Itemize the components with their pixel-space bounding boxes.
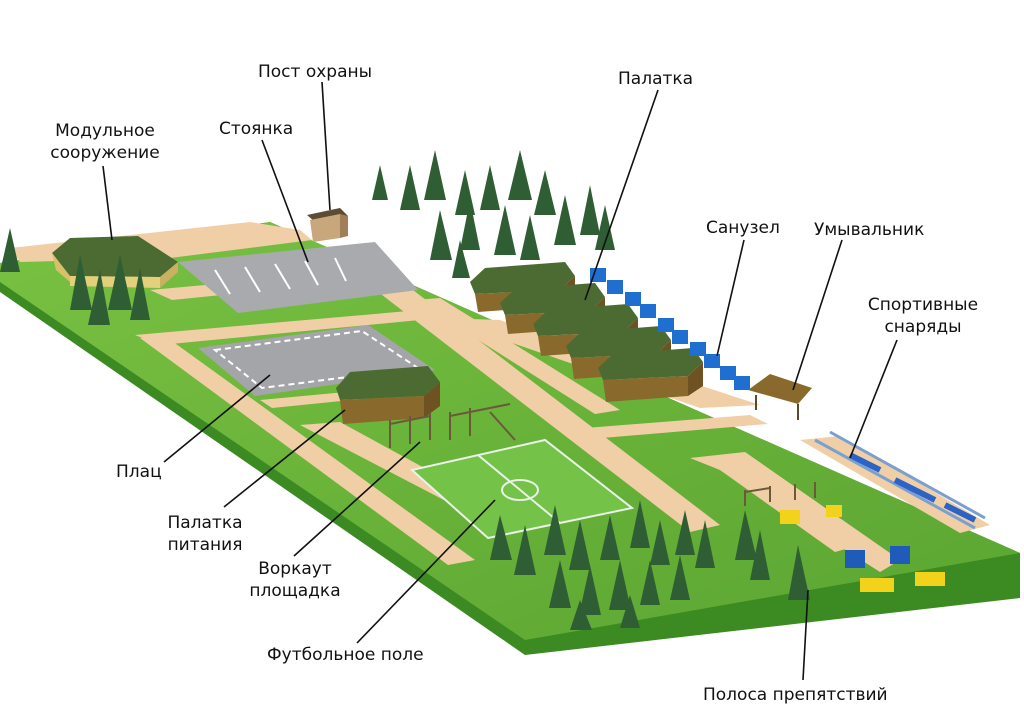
- toilets: [590, 268, 750, 390]
- label-food-tent: Палатка питания: [167, 513, 243, 555]
- workout-area: [389, 403, 516, 448]
- label-parking: Стоянка: [219, 119, 294, 139]
- football-field: [409, 438, 635, 540]
- leader-parade: [163, 374, 271, 463]
- leader-workout: [293, 441, 421, 557]
- parking-lot: [178, 242, 418, 313]
- label-washstand: Умывальник: [814, 220, 925, 240]
- leader-tent: [584, 89, 659, 301]
- leader-football: [356, 499, 496, 644]
- label-sports-equipment: Спортивные снаряды: [867, 295, 979, 337]
- leader-guard-post: [321, 81, 331, 211]
- paths: [10, 222, 990, 572]
- label-obstacle-course: Полоса препятствий: [703, 685, 888, 705]
- leader-sports: [849, 339, 898, 459]
- leader-lines: [102, 81, 898, 681]
- trees: [0, 150, 810, 630]
- tent: [598, 348, 703, 402]
- label-guard-post: Пост охраны: [258, 62, 373, 82]
- obstacle-course: [744, 482, 945, 592]
- leader-washstand: [792, 239, 843, 391]
- leader-modular: [102, 165, 113, 241]
- label-workout-area: Воркаут площадка: [249, 559, 341, 601]
- tents-row: [470, 262, 703, 402]
- leader-parking: [261, 139, 309, 263]
- leader-obstacle: [802, 589, 809, 681]
- label-modular-building: Модульное сооружение: [50, 121, 160, 163]
- guard-post: [307, 208, 348, 242]
- label-parade-ground: Плац: [116, 462, 162, 482]
- food-tent: [336, 366, 440, 424]
- label-tent: Палатка: [618, 69, 694, 89]
- leader-toilet: [716, 239, 745, 357]
- leader-food-tent: [223, 409, 346, 508]
- label-football-field: Футбольное поле: [267, 645, 424, 665]
- sports-equipment: [814, 430, 986, 530]
- washstand: [748, 374, 812, 420]
- label-toilet: Санузел: [706, 218, 780, 238]
